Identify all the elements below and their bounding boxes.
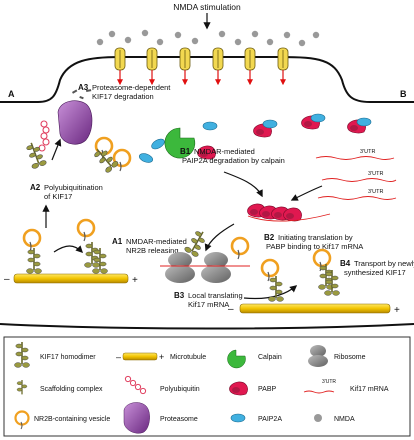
nmda-molecules-top: [96, 29, 320, 47]
b3-id: B3: [174, 291, 185, 300]
legend-label-paip2a: PAIP2A: [258, 416, 282, 423]
b1-id: B1: [180, 147, 191, 156]
svg-text:A2: A2: [30, 183, 41, 192]
calpain-shape: [164, 127, 196, 159]
arrow-b3-to-b4: [243, 285, 298, 300]
microtubule-b-minus: –: [228, 304, 234, 315]
degraded-fragments: [72, 89, 92, 100]
microtubule-a-plus: +: [132, 275, 138, 286]
side-label-b: B: [400, 89, 407, 99]
b3-local-translation: B3 Local translating Kif17 mRNA: [160, 227, 250, 309]
lower-membrane: [0, 323, 414, 330]
b2-pabp-binding: B2 Initiating translation by PABP bindin…: [246, 203, 363, 251]
a2-text-2: of KIF17: [44, 192, 72, 201]
legend-item-pabp: PABP: [228, 381, 276, 396]
a2-polyubiquitination: A2 Polyubiquitination of KIF17: [30, 136, 132, 201]
utr-label-1: 3'UTR: [360, 149, 375, 155]
a3-proteasome-degradation: A3 Proteasome-dependent KIF17 degradatio…: [57, 83, 171, 145]
legend-item-calpain: Calpain: [227, 349, 282, 369]
b3-text-1: Local translating: [188, 291, 243, 300]
a1-text-2: NR2B releasing: [126, 246, 179, 255]
arrow-b2-to-b3: [204, 223, 235, 252]
svg-text:B1: B1: [180, 147, 191, 156]
legend-label-ribosome: Ribosome: [334, 354, 366, 361]
a3-id: A3: [78, 83, 89, 92]
a1-nr2b-releasing: A1 NMDAR-mediated NR2B releasing: [22, 218, 187, 275]
legend-item-vesicle: NR2B-containing vesicle: [14, 410, 110, 430]
nmda-receptors: [114, 47, 289, 86]
legend-item-polyubiquitin: Polyubiquitin: [124, 375, 200, 395]
a2-text-1: Polyubiquitination: [44, 183, 103, 192]
b2-id: B2: [264, 233, 275, 242]
svg-text:–: –: [116, 352, 121, 362]
legend-item-microtubule: – + Microtubule: [116, 352, 206, 362]
utr-label-3: 3'UTR: [368, 189, 383, 195]
kif17-mrna-pool: 3'UTR 3'UTR 3'UTR: [315, 149, 397, 200]
legend-label-microtubule: Microtubule: [170, 354, 206, 361]
b2-text-2: PABP binding to Kif17 mRNA: [266, 242, 363, 251]
microtubule-a-minus: –: [4, 274, 10, 285]
arrow-mrna-to-b2: [290, 185, 323, 201]
utr-label-2: 3'UTR: [368, 171, 383, 177]
legend-label-nmda: NMDA: [334, 416, 355, 423]
svg-text:+: +: [159, 352, 164, 362]
svg-text:B4: B4: [340, 259, 351, 268]
legend-item-ribosome: Ribosome: [308, 345, 366, 367]
svg-text:B2: B2: [264, 233, 275, 242]
microtubule-b-plus: +: [394, 305, 400, 316]
legend-label-proteasome: Proteasome: [160, 416, 198, 423]
b1-paip2a-degradation: B1 NMDAR-mediated PAIP2A degradation by …: [137, 113, 372, 165]
legend-item-proteasome: Proteasome: [123, 402, 198, 434]
legend-label-scaffolding: Scaffolding complex: [40, 386, 103, 393]
a2-id: A2: [30, 183, 41, 192]
a1-text-1: NMDAR-mediated: [126, 237, 187, 246]
legend-box: [3, 336, 411, 437]
legend-item-scaffolding: Scaffolding complex: [16, 379, 103, 395]
legend-item-kif17: KIF17 homodimer: [13, 341, 96, 369]
b1-text-2: PAIP2A degradation by calpain: [182, 156, 285, 165]
microtubule-b: – +: [228, 303, 400, 316]
b3-text-2: Kif17 mRNA: [188, 300, 229, 309]
b2-text-1: Initiating translation by: [278, 233, 353, 242]
legend-item-paip2a: PAIP2A: [230, 413, 282, 423]
a3-text-1: Proteasome-dependent: [92, 83, 171, 92]
legend-label-polyubiquitin: Polyubiquitin: [160, 386, 200, 393]
microtubule-a: – +: [4, 273, 138, 286]
b4-transport: B4 Transport by newly synthesized KIF17: [260, 248, 414, 303]
b4-text-2: synthesized KIF17: [344, 268, 406, 277]
svg-text:A1: A1: [112, 237, 123, 246]
a3-text-2: KIF17 degradation: [92, 92, 154, 101]
arrow-a2-to-a3: [51, 138, 62, 161]
legend: KIF17 homodimer – + Microtubule Calpain …: [3, 336, 411, 437]
legend-label-calpain: Calpain: [258, 354, 282, 361]
arrow-b1-to-b2: [223, 171, 263, 198]
b4-text-1: Transport by newly: [354, 259, 414, 268]
svg-text:A3: A3: [78, 83, 89, 92]
side-label-a: A: [8, 89, 15, 99]
legend-label-vesicle: NR2B-containing vesicle: [34, 416, 110, 423]
b4-id: B4: [340, 259, 351, 268]
a1-id: A1: [112, 237, 123, 246]
postsynaptic-membrane: [0, 56, 414, 103]
legend-label-mrna: Kif17 mRNA: [350, 386, 389, 393]
legend-label-pabp: PABP: [258, 386, 276, 393]
legend-item-mrna: 3'UTR Kif17 mRNA: [303, 379, 389, 394]
legend-label-kif17: KIF17 homodimer: [40, 354, 96, 361]
polyubiquitin-chain: [23, 120, 50, 171]
svg-text:B3: B3: [174, 291, 185, 300]
nmda-stimulation-label: NMDA stimulation: [173, 2, 241, 12]
legend-item-nmda: NMDA: [314, 414, 355, 423]
b1-text-1: NMDAR-mediated: [194, 147, 255, 156]
legend-label-utr: 3'UTR: [322, 379, 336, 385]
